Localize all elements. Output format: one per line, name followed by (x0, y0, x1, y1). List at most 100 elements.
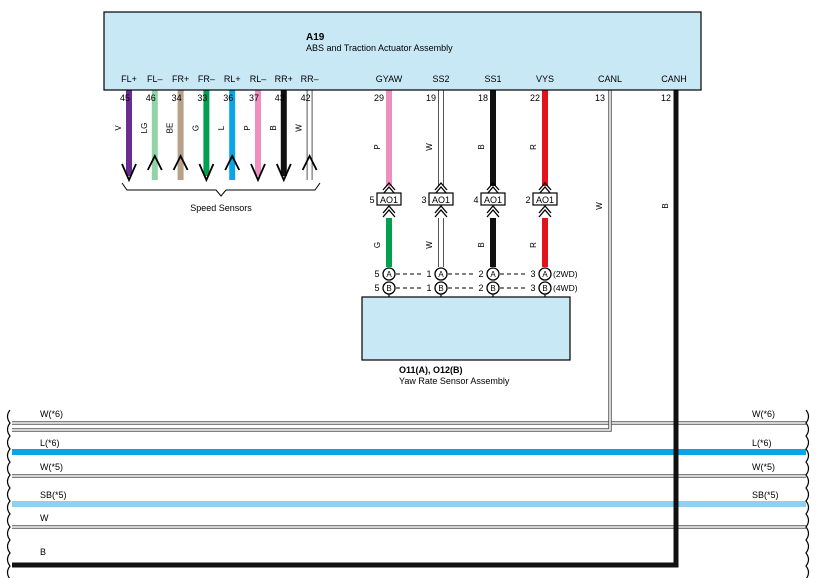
ecu-name: ABS and Traction Actuator Assembly (306, 43, 453, 53)
wire-color-code: G (373, 242, 382, 248)
arrow-up-icon (301, 153, 318, 171)
connector-arrow-icon (434, 205, 448, 218)
pin-label: FR– (198, 74, 215, 84)
wire-color-code: R (529, 144, 538, 150)
connector-a-circle (382, 267, 396, 281)
arrow-up-icon (224, 153, 241, 171)
bus-label-left: W(*5) (40, 462, 63, 472)
connector-box (376, 192, 402, 206)
connector-b-letter: B (386, 284, 391, 293)
pin-number: 36 (223, 93, 233, 103)
connector-pin: 5 (369, 195, 374, 205)
arrow-down-icon (275, 163, 292, 183)
pin-label: FL– (147, 74, 163, 84)
canh-wire (12, 90, 679, 568)
connector-a-pin: 3 (530, 269, 535, 279)
connector-a-letter: A (386, 270, 392, 279)
yaw-sensor-box (361, 296, 571, 361)
bus-label-left: W(*6) (40, 409, 63, 419)
pin-number: 33 (197, 93, 207, 103)
pin-label: RL– (250, 74, 267, 84)
connector-a-letter: A (490, 270, 496, 279)
bus-label-right: L(*6) (752, 438, 772, 448)
pin-number: 13 (595, 93, 605, 103)
pin-label: VYS (536, 74, 554, 84)
break-mark (6, 409, 11, 578)
wire-color-code: LG (140, 123, 149, 134)
pin-label: FR+ (172, 74, 189, 84)
connector-pin: 4 (473, 195, 478, 205)
arrow-up-icon (146, 153, 163, 171)
wire-color-code: P (373, 144, 382, 149)
wire-color-code: BE (166, 123, 175, 134)
connector-a-circle (538, 267, 552, 281)
pin-number: 18 (478, 93, 488, 103)
pin-label: CANL (598, 74, 622, 84)
canl-wire (12, 90, 612, 432)
wire-color-code: L (217, 125, 226, 130)
connector-b-letter: B (542, 284, 547, 293)
connector-b-pin: 5 (374, 283, 379, 293)
bus-label-left: L(*6) (40, 438, 60, 448)
connector-b-letter: B (438, 284, 443, 293)
connector-a-letter: A (438, 270, 444, 279)
connector-arrow-icon (382, 205, 396, 218)
connector-label: AO1 (432, 195, 450, 205)
pin-label: FL+ (121, 74, 137, 84)
pin-number: 19 (426, 93, 436, 103)
bus-label-left: W (40, 513, 49, 523)
connector-a-pin: 2 (478, 269, 483, 279)
arrow-down-icon (121, 163, 137, 183)
pins-layer: FL+45VFL–46LGFR+34BEFR–33GRL+36LRL–37PRR… (40, 74, 779, 557)
pin-label: CANH (661, 74, 687, 84)
connector-arrow-icon (486, 205, 500, 218)
pin-number: 34 (172, 93, 182, 103)
wire-color-code: P (243, 125, 252, 130)
wire-color-code: G (191, 125, 200, 131)
break-mark (805, 409, 810, 578)
arrow-down-icon (250, 163, 266, 183)
wires-layer (6, 90, 810, 578)
connector-box (532, 192, 558, 206)
conn-b-note: (4WD) (553, 283, 578, 293)
wire-color-code: R (529, 242, 538, 248)
connector-a-letter: A (542, 270, 548, 279)
conn-a-note: (2WD) (553, 269, 578, 279)
connector-b-pin: 1 (426, 283, 431, 293)
bus-label-right: W(*5) (752, 462, 775, 472)
pin-label: RR– (301, 74, 319, 84)
arrow-down-icon (198, 163, 215, 183)
bus-label-right: W(*6) (752, 409, 775, 419)
wire-color-code: B (477, 144, 486, 149)
arrow-up-icon (172, 153, 189, 171)
wire-color-code: W (595, 202, 604, 210)
connector-a-circle (434, 267, 448, 281)
connector-arrow-icon (434, 182, 448, 195)
pin-label: RR+ (275, 74, 293, 84)
pin-number: 45 (120, 93, 130, 103)
wire-color-code: V (114, 125, 123, 131)
ecu-box (103, 11, 702, 91)
connector-a-circle (486, 267, 500, 281)
pin-label: GYAW (376, 74, 403, 84)
pin-label: SS2 (432, 74, 449, 84)
speed-sensors-bracket (121, 182, 321, 197)
pin-label: SS1 (484, 74, 501, 84)
connector-arrow-icon (486, 182, 500, 195)
pin-label: RL+ (224, 74, 241, 84)
connector-pin: 3 (421, 195, 426, 205)
wire-color-code: W (295, 124, 304, 132)
connector-label: AO1 (380, 195, 398, 205)
speed-sensors-label: Speed Sensors (190, 203, 252, 213)
ecu-ref: A19 (306, 32, 325, 43)
connector-arrow-icon (538, 205, 552, 218)
connector-box (480, 192, 506, 206)
connector-b-pin: 3 (530, 283, 535, 293)
wire-color-code: B (269, 125, 278, 130)
connector-b-letter: B (490, 284, 495, 293)
wire-color-code: B (477, 242, 486, 247)
connector-arrow-icon (538, 182, 552, 195)
connector-label: AO1 (536, 195, 554, 205)
connector-a-pin: 1 (426, 269, 431, 279)
